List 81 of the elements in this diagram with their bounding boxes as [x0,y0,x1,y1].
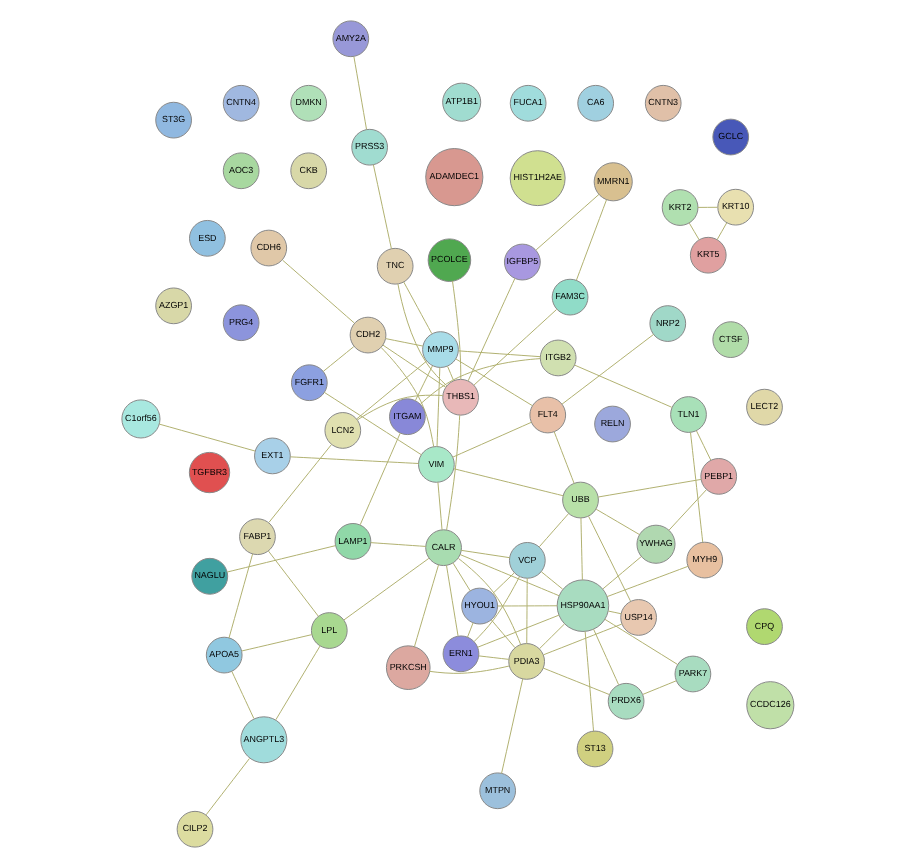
connector [535,193,600,251]
connector [473,576,520,643]
connector [526,577,528,644]
connector [446,414,461,531]
connector [492,572,515,595]
connector [267,550,319,617]
connector [322,346,355,372]
connector [574,364,673,408]
connector [575,199,608,281]
connector [543,623,623,656]
connector [497,605,558,607]
connector [343,557,430,621]
connector [356,360,427,420]
connector [668,489,707,531]
connector [588,515,631,602]
connector [452,280,462,380]
connector [282,259,355,324]
connector [403,281,433,334]
connector [540,571,564,590]
connector [458,558,522,645]
connector [205,758,250,816]
connector [356,394,444,421]
connector [241,634,313,652]
connector [467,622,474,638]
connector [446,564,459,637]
connector [397,283,448,387]
connector [380,346,435,448]
connector [473,309,558,386]
connector [437,482,443,531]
connector [457,350,541,358]
connector [642,680,677,695]
connector [226,545,336,573]
connector [553,431,575,484]
connector [490,619,516,649]
connector [447,365,455,382]
connector [385,338,424,347]
connector [580,517,583,581]
connector [455,358,533,407]
connector [501,678,524,774]
connector [452,421,532,458]
connector [593,628,620,686]
connector [597,478,702,498]
connector [606,565,689,598]
connector [453,468,564,497]
connector [716,222,728,241]
connector [359,432,401,526]
connector [542,667,610,695]
connector [231,670,255,719]
connector [538,513,569,548]
connector [382,344,447,388]
connector [268,444,332,523]
connector [584,631,595,732]
connector [414,365,433,402]
connector [602,556,642,590]
connector [228,553,254,639]
connector [353,56,367,130]
connector [275,645,321,721]
connector [436,367,441,447]
connector [478,655,510,660]
connector [420,358,541,405]
connector [696,430,712,461]
connector [690,432,704,543]
connector [452,562,471,592]
connector [604,618,679,665]
connector [688,222,700,241]
connector [477,614,560,648]
connector [608,610,622,615]
connector [370,542,427,547]
connector [467,277,516,382]
connector [372,164,392,250]
connector [323,391,422,456]
connector [460,549,511,559]
connector [697,206,718,208]
connector [429,665,510,674]
connector [413,564,440,648]
connector [561,333,655,405]
connector [459,554,560,597]
connector [290,456,420,464]
connector [595,508,641,536]
connector [538,623,565,650]
connector [158,423,256,452]
